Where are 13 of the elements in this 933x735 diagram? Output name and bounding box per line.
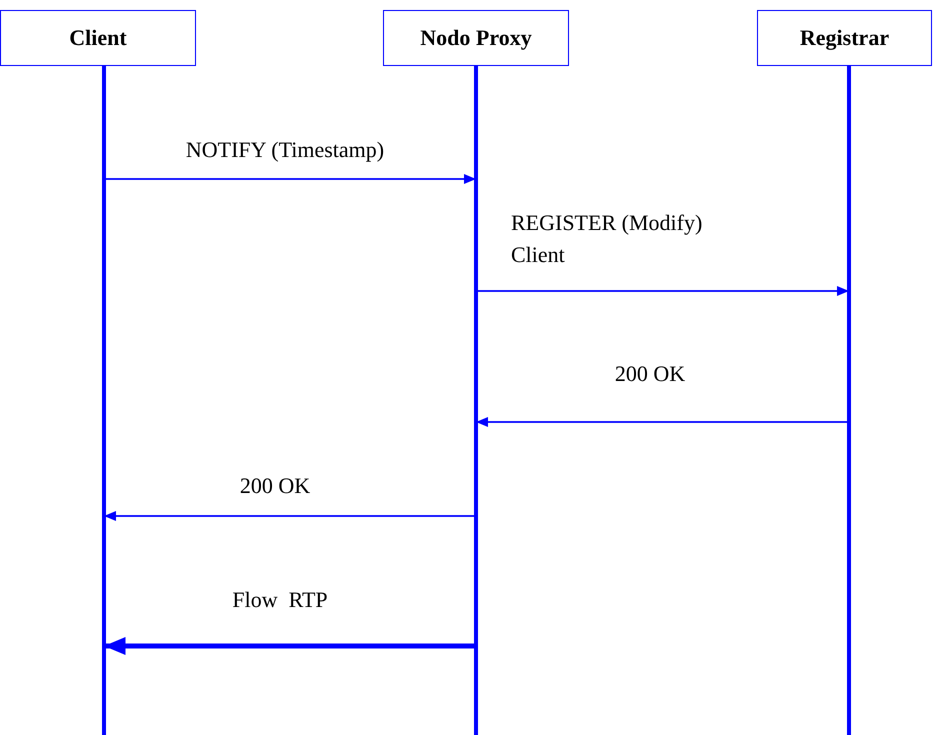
participant-box: Client (0, 10, 196, 66)
message-arrow (476, 286, 849, 296)
message-label: 200 OK (614, 360, 686, 388)
message-arrow (476, 417, 849, 427)
message-arrow (104, 637, 476, 655)
message-arrow (104, 511, 476, 521)
participant-box: Registrar (757, 10, 932, 66)
message-arrow (104, 174, 476, 184)
participant-box: Nodo Proxy (383, 10, 569, 66)
message-label: 200 OK (238, 472, 312, 500)
message-label: Flow RTP (231, 586, 329, 614)
message-label: NOTIFY (Timestamp) (184, 136, 386, 164)
message-label: REGISTER (Modify) Client (511, 209, 704, 269)
